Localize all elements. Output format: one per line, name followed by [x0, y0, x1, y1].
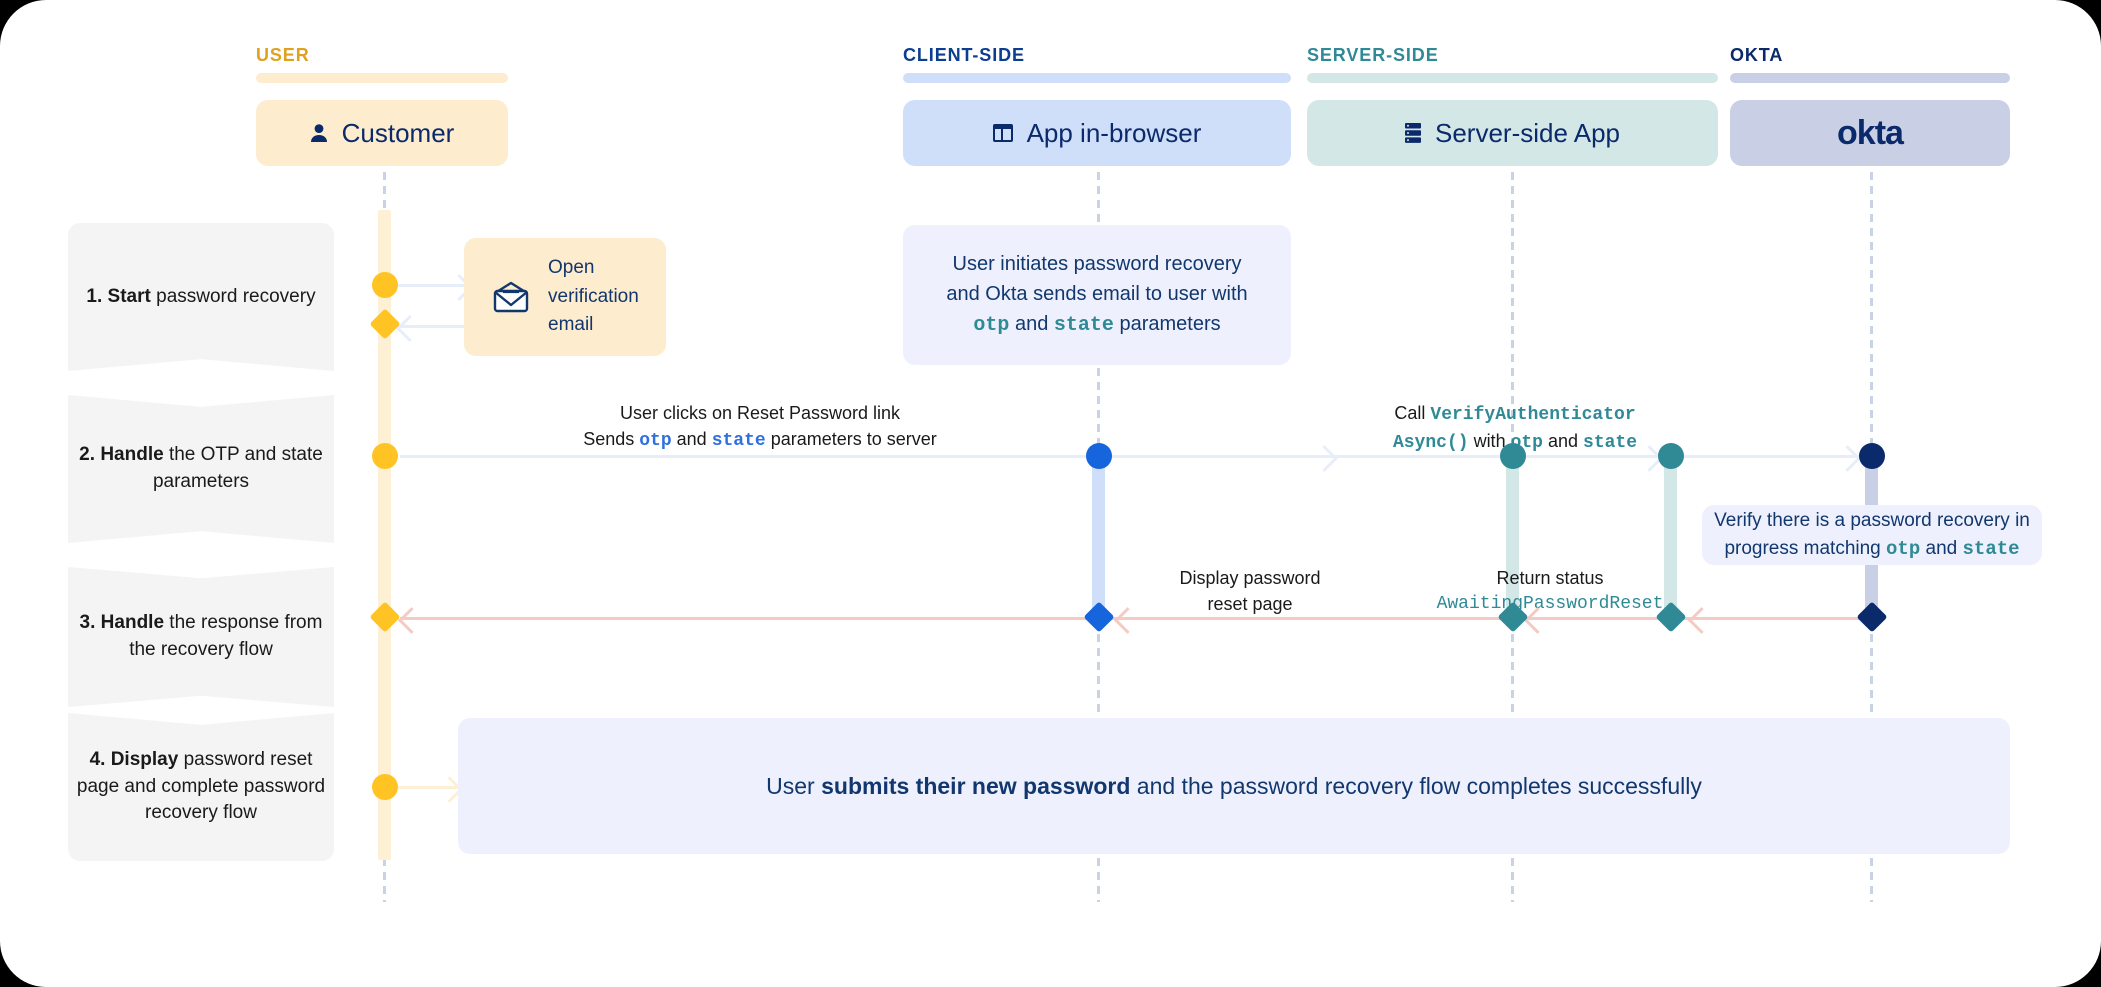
server-rack-icon — [1405, 123, 1421, 143]
okta-logo: okta — [1837, 113, 1904, 152]
marker-client-step3 — [1083, 601, 1115, 633]
envelope-icon — [492, 281, 530, 313]
browser-window-icon — [992, 124, 1013, 142]
marker-okta-step3 — [1856, 601, 1888, 633]
step-4: 4. Display password reset page and compl… — [68, 713, 334, 861]
connector-server-to-client-return — [1110, 617, 1510, 620]
label-display-reset-page-line2: reset page — [1207, 594, 1293, 615]
marker-user-step2 — [372, 443, 398, 469]
user-icon — [310, 123, 328, 143]
arrow-head-user-to-client — [1311, 445, 1338, 472]
column-rule-client — [903, 73, 1291, 83]
note-verify-recovery: Verify there is a password recovery in p… — [1702, 505, 2042, 565]
marker-okta-step2 — [1859, 443, 1885, 469]
step-3-text: 3. Handle the response from the recovery… — [79, 612, 323, 660]
note-open-verification-email: Open verification email — [464, 238, 666, 356]
arrow-head-email-to-user — [396, 315, 423, 342]
actor-app-in-browser[interactable]: App in-browser — [903, 100, 1291, 166]
marker-client-step2 — [1086, 443, 1112, 469]
label-call-verify: Call VerifyAuthenticator Async() with ot… — [1380, 400, 1650, 456]
column-label-server: SERVER-SIDE — [1307, 45, 1439, 65]
label-return-status: Return status AwaitingPasswordReset — [1400, 565, 1700, 617]
label-return-status-value: AwaitingPasswordReset — [1436, 594, 1664, 615]
column-label-user: USER — [256, 45, 310, 65]
activation-user — [378, 210, 391, 860]
note-user-initiates-line3: otp and state parameters — [973, 313, 1221, 337]
connector-email-to-user — [398, 325, 466, 328]
connector-okta-to-server-return — [1520, 617, 1870, 620]
note-verify-recovery-line2: progress matching otp and state — [1724, 538, 2020, 560]
marker-server2-step2 — [1658, 443, 1684, 469]
marker-user-step4 — [372, 774, 398, 800]
connector-client-to-server — [1110, 455, 1510, 458]
actor-customer[interactable]: Customer — [256, 100, 508, 166]
actor-label-server: Server-side App — [1435, 117, 1620, 148]
activation-client — [1092, 455, 1105, 620]
label-call-verify-line1: Call VerifyAuthenticator — [1394, 403, 1636, 425]
connector-user-to-final — [398, 786, 458, 789]
note-user-initiates-line2: and Okta sends email to user with — [946, 283, 1248, 305]
connector-client-to-user-return — [400, 617, 1100, 620]
actor-label-app: App in-browser — [1026, 117, 1202, 148]
arrow-head-server-to-okta — [1834, 445, 1861, 472]
activation-server-2 — [1664, 455, 1677, 620]
step-1-text: 1. Start password recovery — [86, 285, 316, 307]
note-final-success-text: User submits their new password and the … — [766, 772, 1702, 799]
label-display-reset-page: Display password reset page — [1120, 565, 1380, 617]
note-final-success: User submits their new password and the … — [458, 718, 2010, 854]
activation-server — [1506, 455, 1519, 620]
marker-user-step1-start — [372, 272, 398, 298]
marker-server-step2 — [1500, 443, 1526, 469]
actor-label-customer: Customer — [341, 117, 455, 148]
column-rule-server — [1307, 73, 1718, 83]
note-user-initiates-line1: User initiates password recovery — [952, 253, 1242, 275]
note-verify-recovery-line1: Verify there is a password recovery in — [1714, 509, 2030, 531]
label-return-status-line1: Return status — [1496, 568, 1604, 588]
step-2: 2. Handle the OTP and state parameters — [68, 395, 334, 543]
column-rule-user — [256, 73, 508, 83]
marker-user-step3 — [369, 601, 401, 633]
step-4-text: 4. Display password reset page and compl… — [76, 748, 326, 824]
label-reset-link-line2: Sends otp and state parameters to server — [583, 429, 937, 452]
label-reset-link-line1: User clicks on Reset Password link — [619, 403, 901, 423]
connector-user-to-email — [398, 284, 466, 287]
column-rule-okta — [1730, 73, 2010, 83]
column-label-client: CLIENT-SIDE — [903, 45, 1025, 65]
label-reset-link: User clicks on Reset Password link Sends… — [545, 400, 975, 454]
arrow-head-client-to-user — [398, 607, 425, 634]
label-display-reset-page-line1: Display password — [1179, 568, 1321, 588]
step-2-text: 2. Handle the OTP and state parameters — [79, 444, 323, 492]
column-label-okta: OKTA — [1730, 45, 1784, 65]
actor-server-side-app[interactable]: Server-side App — [1307, 100, 1718, 166]
step-1: 1. Start password recovery — [68, 223, 334, 371]
marker-user-step1-return — [369, 308, 401, 340]
actor-okta[interactable]: okta — [1730, 100, 2010, 166]
connector-user-to-client — [400, 455, 1330, 458]
connector-server-to-okta — [1520, 455, 1860, 458]
note-user-initiates: User initiates password recovery and Okt… — [903, 225, 1291, 365]
step-3: 3. Handle the response from the recovery… — [68, 567, 334, 707]
note-open-verification-email-text: Open verification email — [548, 257, 639, 336]
